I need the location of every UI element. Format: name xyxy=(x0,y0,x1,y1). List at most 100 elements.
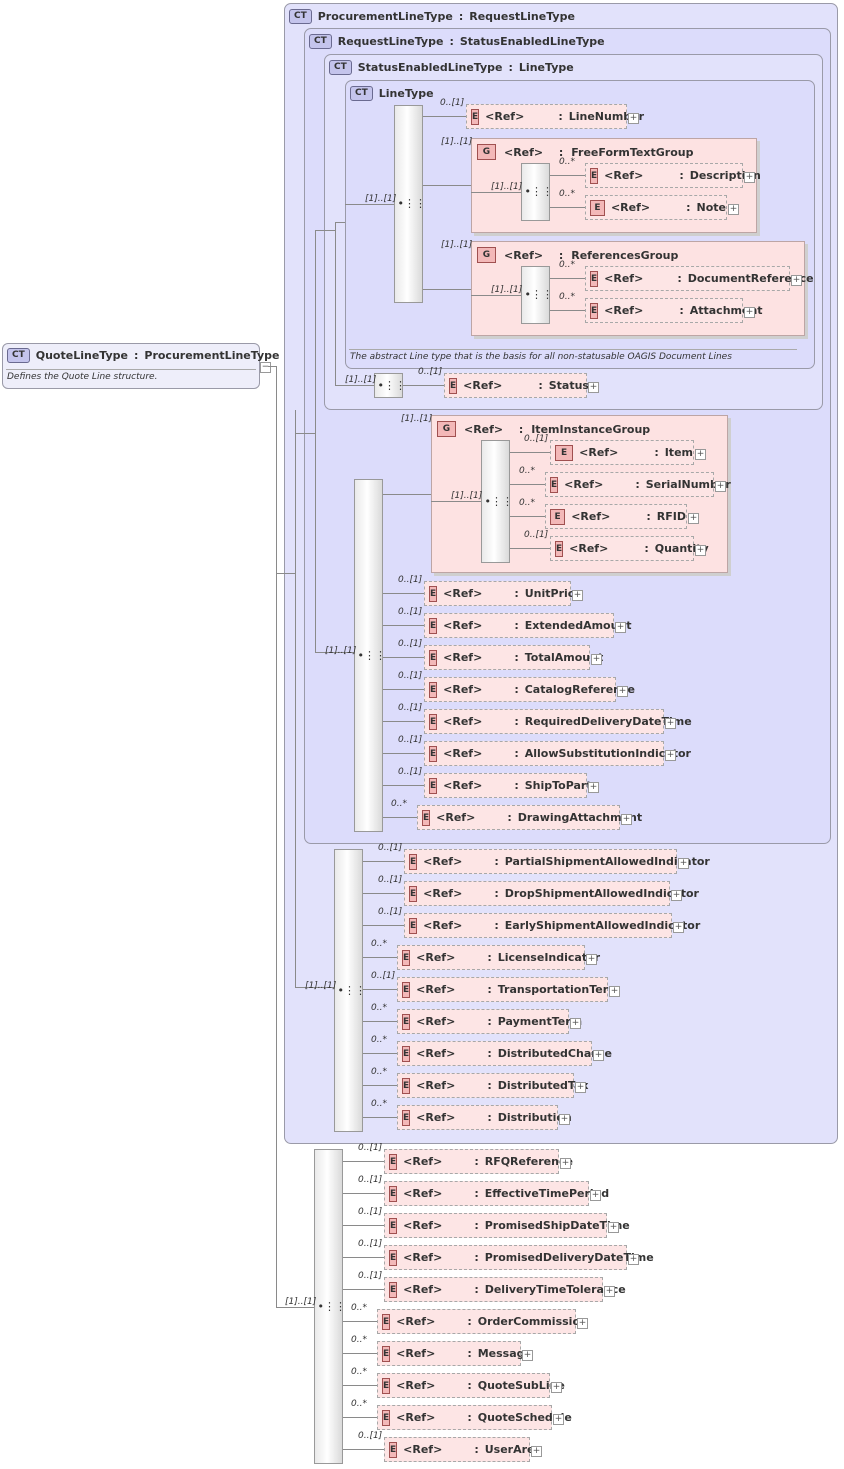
expand-toggle[interactable]: + xyxy=(522,1350,533,1361)
element-quote-sub-line[interactable]: E<Ref>:QuoteSubLine xyxy=(377,1373,565,1398)
element-delivery-time-tolerance[interactable]: E<Ref>:DeliveryTimeTolerance xyxy=(384,1277,626,1302)
element-cardinality: 0..* xyxy=(371,1067,387,1077)
expand-toggle[interactable]: + xyxy=(577,1318,588,1329)
connector-line xyxy=(295,987,334,988)
sequence-compositor[interactable]: •⋮⋮ xyxy=(314,1149,346,1464)
element-distributed-charge[interactable]: E<Ref>:DistributedCharge xyxy=(397,1041,612,1066)
expand-toggle[interactable]: + xyxy=(570,1018,581,1029)
separator: : xyxy=(467,1347,472,1360)
sequence-compositor[interactable]: •⋮⋮ xyxy=(521,266,553,324)
element-effective-time-period[interactable]: E<Ref>:EffectiveTimePeriod xyxy=(384,1181,609,1206)
expand-toggle[interactable]: + xyxy=(572,590,583,601)
element-order-commission[interactable]: E<Ref>:OrderCommission xyxy=(377,1309,588,1334)
element-rfid[interactable]: E<Ref>:RFID xyxy=(545,504,687,529)
expand-toggle[interactable]: + xyxy=(591,654,602,665)
sequence-compositor[interactable]: •⋮⋮ xyxy=(521,163,553,221)
element-name: TotalAmount xyxy=(524,651,604,664)
element-allow-substitution-indicator[interactable]: E<Ref>:AllowSubstitutionIndicator xyxy=(424,741,691,766)
expand-toggle[interactable]: + xyxy=(608,1222,619,1233)
element-rfqreference[interactable]: E<Ref>:RFQReference xyxy=(384,1149,573,1174)
sequence-compositor[interactable]: •⋮⋮ xyxy=(481,440,513,563)
expand-toggle[interactable]: − xyxy=(260,362,271,373)
expand-toggle[interactable]: + xyxy=(588,382,599,393)
expand-toggle[interactable]: + xyxy=(744,307,755,318)
expand-toggle[interactable]: + xyxy=(551,1382,562,1393)
expand-toggle[interactable]: + xyxy=(695,545,706,556)
expand-toggle[interactable]: + xyxy=(791,275,802,286)
expand-toggle[interactable]: + xyxy=(695,449,706,460)
expand-toggle[interactable]: + xyxy=(553,1414,564,1425)
element-extended-amount[interactable]: E<Ref>:ExtendedAmount xyxy=(424,613,632,638)
expand-toggle[interactable]: + xyxy=(673,922,684,933)
sequence-compositor[interactable]: •⋮⋮ xyxy=(354,479,386,832)
element-note[interactable]: E<Ref>:Note xyxy=(585,195,727,220)
element-early-shipment-allowed-indicator[interactable]: E<Ref>:EarlyShipmentAllowedIndicator xyxy=(404,913,700,938)
expand-toggle[interactable]: + xyxy=(665,718,676,729)
element-promised-delivery-date-time[interactable]: E<Ref>:PromisedDeliveryDateTime xyxy=(384,1245,654,1270)
element-ship-to-party[interactable]: E<Ref>:ShipToParty xyxy=(424,773,599,798)
expand-toggle[interactable]: + xyxy=(593,1050,604,1061)
element-distributed-tax[interactable]: E<Ref>:DistributedTax xyxy=(397,1073,589,1098)
element-document-reference[interactable]: E<Ref>:DocumentReference xyxy=(585,266,814,291)
ref-label: <Ref> xyxy=(571,510,611,523)
expand-toggle[interactable]: + xyxy=(671,890,682,901)
expand-toggle[interactable]: + xyxy=(617,686,628,697)
expand-toggle[interactable]: + xyxy=(621,814,632,825)
root-type-box[interactable]: CT QuoteLineType : ProcurementLineType D… xyxy=(2,343,279,389)
element-transportation-term[interactable]: E<Ref>:TransportationTerm xyxy=(397,977,620,1002)
ref-label: <Ref> xyxy=(443,715,483,728)
expand-toggle[interactable]: + xyxy=(560,1158,571,1169)
expand-toggle[interactable]: + xyxy=(586,954,597,965)
element-license-indicator[interactable]: E<Ref>:LicenseIndicator xyxy=(397,945,600,970)
element-name: OrderCommission xyxy=(477,1315,588,1328)
element-unit-price[interactable]: E<Ref>:UnitPrice xyxy=(424,581,582,606)
element-quote-schedule[interactable]: E<Ref>:QuoteSchedule xyxy=(377,1405,572,1430)
expand-toggle[interactable]: + xyxy=(531,1446,542,1457)
sequence-compositor[interactable]: •⋮⋮ xyxy=(394,105,427,303)
sequence-compositor[interactable]: •⋮⋮ xyxy=(374,373,406,398)
expand-toggle[interactable]: + xyxy=(590,1190,601,1201)
expand-toggle[interactable]: + xyxy=(575,1082,586,1093)
ref-label: <Ref> xyxy=(443,587,483,600)
expand-toggle[interactable]: + xyxy=(628,1254,639,1265)
sequence-cardinality: [1]..[1] xyxy=(325,646,357,656)
element-status[interactable]: E<Ref>:Status xyxy=(444,373,589,398)
expand-toggle[interactable]: + xyxy=(588,782,599,793)
element-quantity[interactable]: E<Ref>:Quantity xyxy=(550,536,709,561)
element-icon: E xyxy=(590,199,605,216)
connector-line xyxy=(295,410,296,987)
expand-toggle[interactable]: + xyxy=(609,986,620,997)
element-promised-ship-date-time[interactable]: E<Ref>:PromisedShipDateTime xyxy=(384,1213,630,1238)
element-drawing-attachment[interactable]: E<Ref>:DrawingAttachment xyxy=(417,805,642,830)
expand-toggle[interactable]: + xyxy=(559,1114,570,1125)
element-attachment[interactable]: E<Ref>:Attachment xyxy=(585,298,763,323)
expand-toggle[interactable]: + xyxy=(744,172,755,183)
element-line-number[interactable]: E<Ref>:LineNumber xyxy=(466,104,644,129)
element-drop-shipment-allowed-indicator[interactable]: E<Ref>:DropShipmentAllowedIndicator xyxy=(404,881,699,906)
element-catalog-reference[interactable]: E<Ref>:CatalogReference xyxy=(424,677,635,702)
element-required-delivery-date-time[interactable]: E<Ref>:RequiredDeliveryDateTime xyxy=(424,709,692,734)
element-partial-shipment-allowed-indicator[interactable]: E<Ref>:PartialShipmentAllowedIndicator xyxy=(404,849,710,874)
sequence-icon: •⋮⋮ xyxy=(397,197,427,210)
expand-toggle[interactable]: + xyxy=(715,481,726,492)
expand-toggle[interactable]: + xyxy=(728,204,739,215)
sequence-compositor[interactable]: •⋮⋮ xyxy=(334,849,366,1132)
expand-toggle[interactable]: + xyxy=(665,750,676,761)
element-total-amount[interactable]: E<Ref>:TotalAmount xyxy=(424,645,603,670)
element-description[interactable]: E<Ref>:Description xyxy=(585,163,761,188)
element-icon: E xyxy=(382,1377,391,1394)
expand-toggle[interactable]: + xyxy=(688,513,699,524)
expand-toggle[interactable]: + xyxy=(678,858,689,869)
expand-toggle[interactable]: + xyxy=(628,113,639,124)
expand-toggle[interactable]: + xyxy=(604,1286,615,1297)
group-name: FreeFormTextGroup xyxy=(571,145,694,159)
expand-toggle[interactable]: + xyxy=(615,622,626,633)
element-message[interactable]: E<Ref>:Message xyxy=(377,1341,532,1366)
element-name: Message xyxy=(477,1347,532,1360)
element-serial-number[interactable]: E<Ref>:SerialNumber xyxy=(545,472,731,497)
element-item[interactable]: E<Ref>:Item xyxy=(550,440,694,465)
element-distribution[interactable]: E<Ref>:Distribution xyxy=(397,1105,572,1130)
element-cardinality: 0..[1] xyxy=(440,98,465,108)
element-user-area[interactable]: E<Ref>:UserArea xyxy=(384,1437,542,1462)
element-payment-term[interactable]: E<Ref>:PaymentTerm xyxy=(397,1009,582,1034)
